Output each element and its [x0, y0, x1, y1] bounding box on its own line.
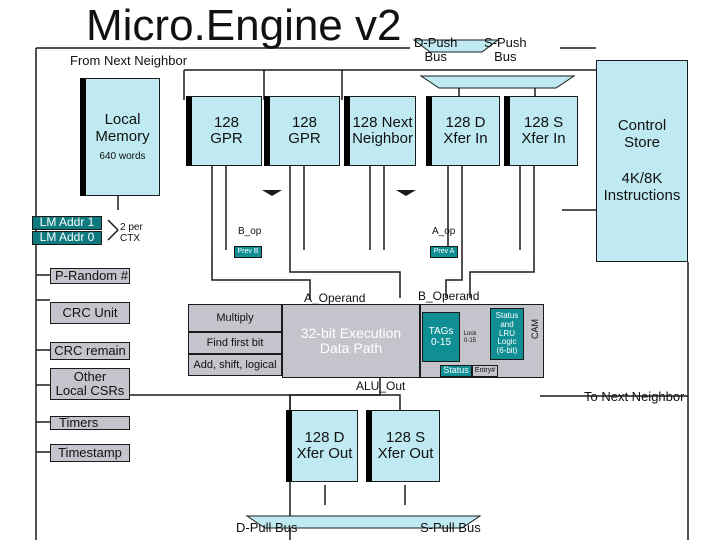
cam-label: CAM	[530, 318, 541, 339]
crc-remain-box: CRC remain	[50, 342, 130, 360]
gpr-a-block: 128 GPR	[186, 96, 262, 166]
b-operand-label: B_Operand	[418, 289, 480, 303]
lm-addr-1: LM Addr 1	[32, 216, 102, 230]
p-random-box: P-Random #	[50, 268, 130, 284]
control-store-label: Control Store	[617, 117, 667, 151]
per-ctx-label: 2 per CTX	[120, 222, 143, 244]
status-box: Status	[440, 365, 472, 377]
d-xfer-out-block: 128 D Xfer Out	[286, 410, 358, 482]
datapath-box: 32-bit Execution Data Path	[282, 304, 420, 378]
s-push-bus-label: S-Push Bus	[484, 35, 527, 65]
gpr-b-block: 128 GPR	[264, 96, 340, 166]
s-xfer-out-block: 128 S Xfer Out	[366, 410, 440, 482]
local-memory-block: Local Memory 640 words	[80, 78, 160, 196]
control-store-block: Control Store 4K/8K Instructions	[596, 60, 688, 262]
b-op-label: B_op	[238, 226, 262, 237]
lock-box: Lock 0-15	[460, 318, 480, 358]
multiply-box: Multiply	[188, 304, 282, 332]
entry-box: Entry#	[472, 365, 498, 377]
s-xfer-in-block: 128 S Xfer In	[504, 96, 578, 166]
local-memory-size: 640 words	[99, 151, 146, 162]
tags-box: TAGs 0-15	[422, 312, 460, 362]
local-memory-label: Local Memory	[95, 111, 150, 145]
add-shift-logical-box: Add, shift, logical	[188, 354, 282, 376]
d-xfer-in-block: 128 D Xfer In	[426, 96, 500, 166]
page-title: Micro.Engine v2	[86, 1, 402, 50]
prev-b-box: Prev B	[234, 246, 262, 258]
find-first-bit-box: Find first bit	[188, 332, 282, 354]
d-pull-bus-label: D-Pull Bus	[236, 520, 298, 535]
prev-a-box: Prev A	[430, 246, 458, 258]
s-pull-bus-label: S-Pull Bus	[420, 520, 481, 535]
next-neighbor-block: 128 Next Neighbor	[344, 96, 416, 166]
a-operand-label: A_Operand	[304, 291, 366, 305]
lm-addr-0: LM Addr 0	[32, 231, 102, 245]
timestamp-box: Timestamp	[50, 444, 130, 462]
instructions-label: 4K/8K Instructions	[603, 170, 681, 204]
crc-unit-box: CRC Unit	[50, 302, 130, 324]
timers-box: Timers	[50, 415, 130, 430]
d-push-bus-label: D-Push Bus	[414, 35, 458, 65]
alu-out-label: ALU_Out	[356, 379, 406, 393]
status-lru-box: Status and LRU Logic (6-bit)	[490, 308, 524, 360]
a-op-label: A_op	[432, 226, 456, 237]
to-next-neighbor-label: To Next Neighbor	[584, 389, 685, 404]
other-csrs-box: Other Local CSRs	[50, 368, 130, 400]
from-next-neighbor-label: From Next Neighbor	[70, 53, 188, 68]
